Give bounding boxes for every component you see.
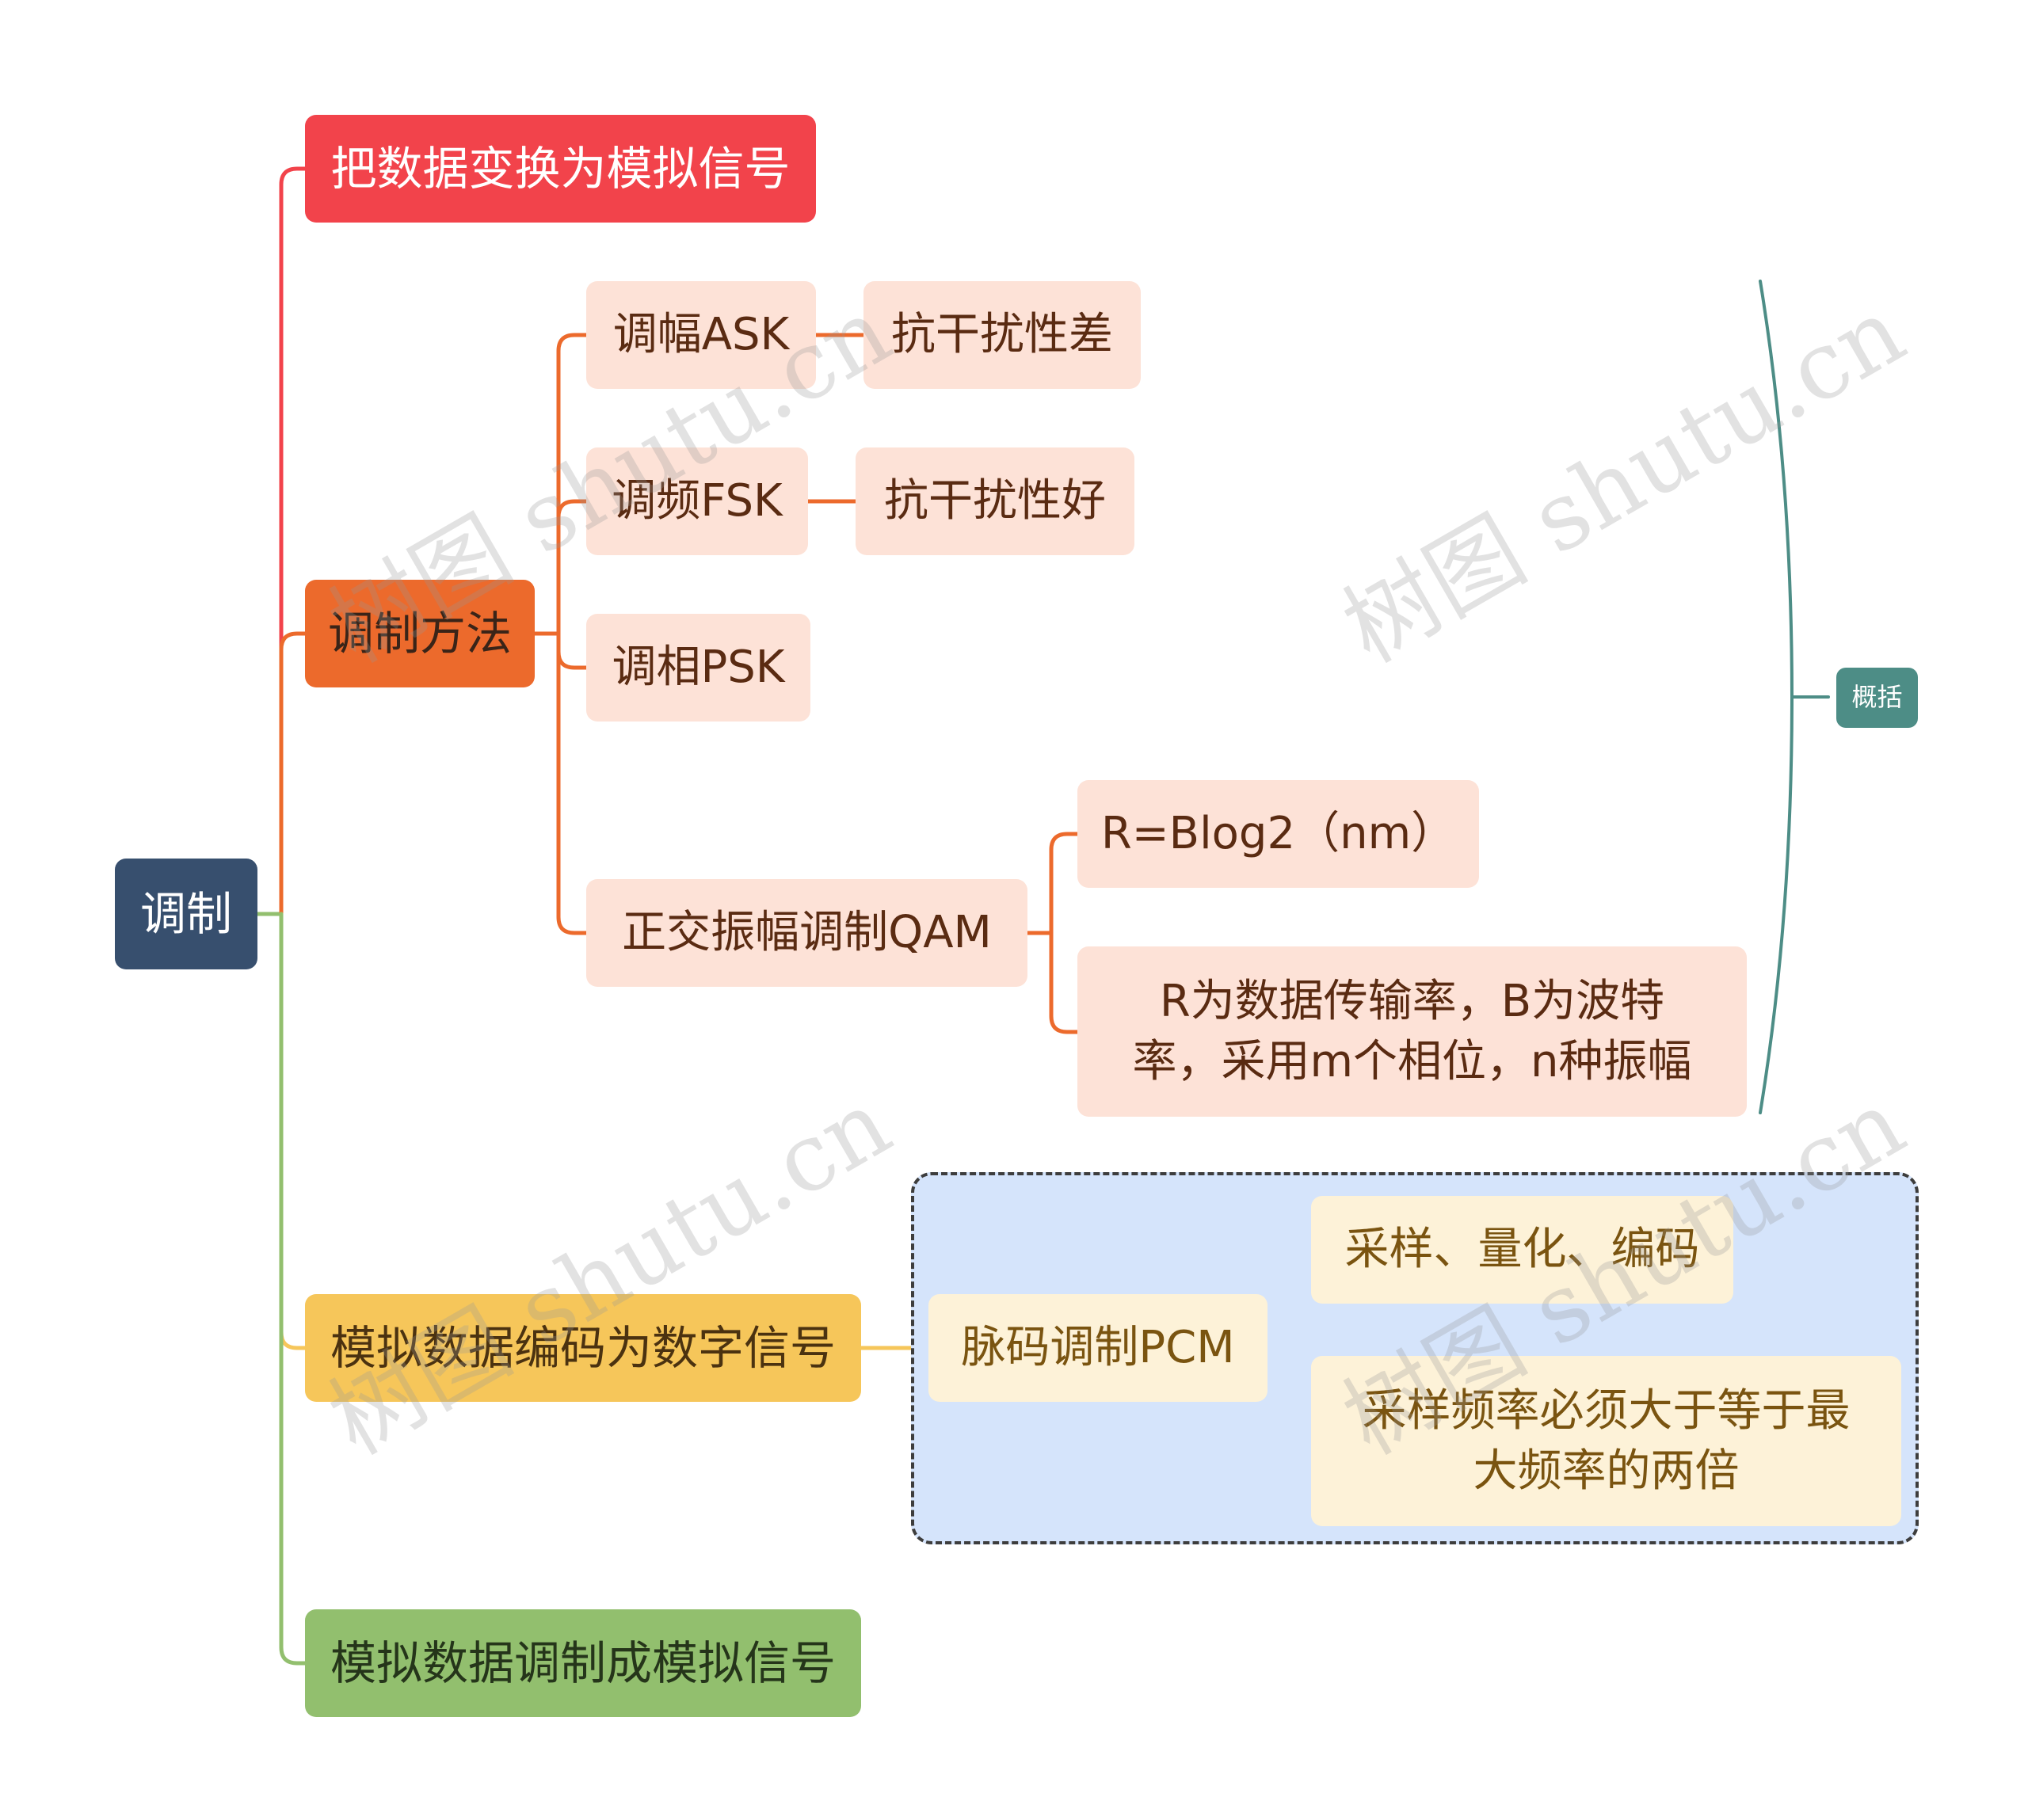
method-psk[interactable]: 调相PSK	[586, 614, 810, 722]
branch-analog-to-digital[interactable]: 模拟数据编码为数字信号	[305, 1294, 861, 1402]
method-fsk-note-label: 抗干扰性好	[884, 475, 1106, 527]
branch-convert-to-analog[interactable]: 把数据变换为模拟信号	[305, 115, 816, 223]
method-qam[interactable]: 正交振幅调制QAM	[586, 879, 1027, 987]
qam-explanation-label: R为数据传输率，B为波特率，采用m个相位，n种振幅	[1132, 975, 1692, 1087]
branch-analog-modulation[interactable]: 模拟数据调制成模拟信号	[305, 1609, 861, 1717]
method-ask-note[interactable]: 抗干扰性差	[863, 281, 1141, 389]
pcm-rule-label: 采样频率必须大于等于最大频率的两倍	[1362, 1384, 1851, 1497]
branch-analog-label: 模拟数据调制成模拟信号	[330, 1635, 836, 1690]
qam-formula-label: R=Blog2（nm）	[1100, 808, 1456, 860]
root-label: 调制	[139, 886, 232, 941]
qam-explanation[interactable]: R为数据传输率，B为波特率，采用m个相位，n种振幅	[1077, 946, 1747, 1117]
branch-convert-label: 把数据变换为模拟信号	[330, 141, 791, 196]
method-ask-note-label: 抗干扰性差	[891, 309, 1113, 361]
method-qam-label: 正交振幅调制QAM	[622, 907, 992, 959]
pcm-steps-label: 采样、量化、编码	[1344, 1224, 1700, 1276]
summary-label: 概括	[1851, 682, 1903, 713]
branch-modulation-methods[interactable]: 调制方法	[305, 580, 535, 687]
method-fsk[interactable]: 调频FSK	[586, 447, 808, 555]
method-psk-label: 调相PSK	[612, 642, 785, 694]
root-node-modulation[interactable]: 调制	[115, 859, 257, 969]
method-ask-label: 调幅ASK	[612, 309, 790, 361]
summary-node[interactable]: 概括	[1836, 668, 1918, 728]
pcm-steps[interactable]: 采样、量化、编码	[1311, 1196, 1733, 1304]
pcm-rule[interactable]: 采样频率必须大于等于最大频率的两倍	[1311, 1356, 1901, 1526]
method-fsk-note[interactable]: 抗干扰性好	[856, 447, 1134, 555]
method-ask[interactable]: 调幅ASK	[586, 281, 816, 389]
pcm-label: 脉码调制PCM	[961, 1322, 1235, 1374]
method-fsk-label: 调频FSK	[612, 475, 783, 527]
qam-formula[interactable]: R=Blog2（nm）	[1077, 780, 1479, 888]
branch-methods-label: 调制方法	[327, 606, 512, 661]
pcm-node[interactable]: 脉码调制PCM	[928, 1294, 1268, 1402]
branch-encode-label: 模拟数据编码为数字信号	[330, 1320, 836, 1375]
